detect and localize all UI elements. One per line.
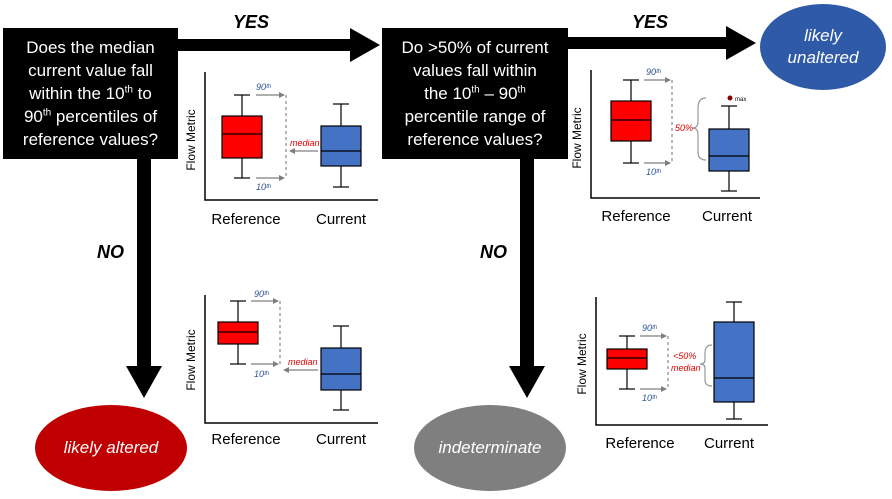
plot2-x-reference: Reference	[211, 431, 280, 448]
plot1-y-label: Flow Metric	[184, 109, 198, 170]
plot2-axes	[204, 295, 378, 424]
plot4-lt50-label: <50%	[673, 351, 696, 361]
plot2-reference-boxplot	[217, 300, 259, 365]
plot1-x-current: Current	[316, 211, 367, 228]
outcome-likely-unaltered: likely unaltered	[760, 4, 886, 90]
plot3-current-boxplot	[708, 105, 750, 192]
outcome-indeterminate: indeterminate	[414, 405, 566, 491]
plot4-median-label: median	[671, 363, 701, 373]
outcome-likely-altered: likely altered	[35, 405, 187, 491]
plot3-max-label: max	[735, 97, 746, 103]
q1-line2: current value fall	[28, 61, 153, 80]
arrow-yes-1	[178, 28, 380, 62]
q1-line4: 90th percentiles of	[23, 107, 158, 126]
plot-median-outside: Flow Metric Reference Current 90ᵗʰ 10ᵗʰ …	[184, 289, 378, 448]
q2-line5: reference values?	[407, 130, 543, 149]
plot4-current-boxplot	[713, 301, 755, 420]
question-box-median: Does the median current value fall withi…	[3, 28, 178, 159]
plot3-max-point	[727, 95, 733, 101]
plot3-y-label: Flow Metric	[570, 107, 584, 168]
plot3-p90-label: 90ᵗʰ	[646, 67, 662, 77]
plot-majority-outside: Flow Metric Reference Current 90ᵗʰ 10ᵗʰ …	[575, 297, 768, 452]
plot1-median-label: median	[290, 138, 320, 148]
q1-line1: Does the median	[26, 38, 155, 57]
arrow-no-1	[126, 158, 162, 398]
plot1-current-boxplot	[320, 103, 362, 188]
plot3-axes	[590, 70, 760, 199]
q2-line1: Do >50% of current	[401, 38, 549, 57]
q2-line4: percentile range of	[404, 107, 546, 126]
plot1-axes	[204, 72, 378, 201]
branch-no-2: NO	[480, 242, 507, 262]
plot4-bracket	[699, 344, 713, 387]
plot2-y-label: Flow Metric	[184, 329, 198, 390]
plot4-y-label: Flow Metric	[575, 333, 589, 394]
plot3-x-reference: Reference	[601, 208, 670, 225]
plot1-p90-label: 90ᵗʰ	[256, 82, 272, 92]
plot2-p90-label: 90ᵗʰ	[254, 289, 270, 299]
plot3-pct50-label: 50%	[675, 123, 693, 133]
plot2-median-label: median	[288, 357, 318, 367]
q2-line3: the 10th – 90th	[424, 84, 526, 103]
outcome-unaltered-line2: unaltered	[787, 48, 859, 67]
branch-no-1: NO	[97, 242, 124, 262]
plot3-reference-boxplot	[610, 79, 652, 164]
plot3-x-current: Current	[702, 208, 753, 225]
q1-line5: reference values?	[22, 130, 159, 149]
plot3-bracket	[691, 97, 707, 161]
plot1-reference-boxplot	[221, 94, 263, 179]
q2-line2: values fall within	[413, 61, 537, 80]
plot4-reference-boxplot	[606, 335, 648, 390]
plot4-x-current: Current	[704, 435, 755, 452]
branch-yes-2: YES	[632, 12, 669, 32]
plot3-p10-label: 10ᵗʰ	[646, 167, 662, 177]
plot4-p90-label: 90ᵗʰ	[642, 323, 658, 333]
arrow-yes-2	[568, 26, 756, 60]
plot1-x-reference: Reference	[211, 211, 280, 228]
arrow-no-2	[509, 158, 545, 398]
q1-line3: within the 10th to	[29, 84, 152, 103]
plot2-current-boxplot	[320, 325, 362, 411]
plot-majority-inside: Flow Metric Reference Current max 90ᵗʰ 1…	[570, 67, 760, 225]
plot1-p10-label: 10ᵗʰ	[256, 182, 272, 192]
plot-median-inside: Flow Metric Reference Current 90ᵗʰ 10ᵗʰ …	[184, 72, 378, 228]
outcome-unaltered-line1: likely	[804, 26, 842, 45]
branch-yes-1: YES	[233, 12, 270, 32]
plot2-x-current: Current	[316, 431, 367, 448]
plot4-p10-label: 10ᵗʰ	[642, 393, 658, 403]
plot4-axes	[595, 297, 768, 426]
question-box-majority: Do >50% of current values fall within th…	[382, 28, 568, 159]
plot2-p10-label: 10ᵗʰ	[254, 369, 270, 379]
plot4-x-reference: Reference	[605, 435, 674, 452]
